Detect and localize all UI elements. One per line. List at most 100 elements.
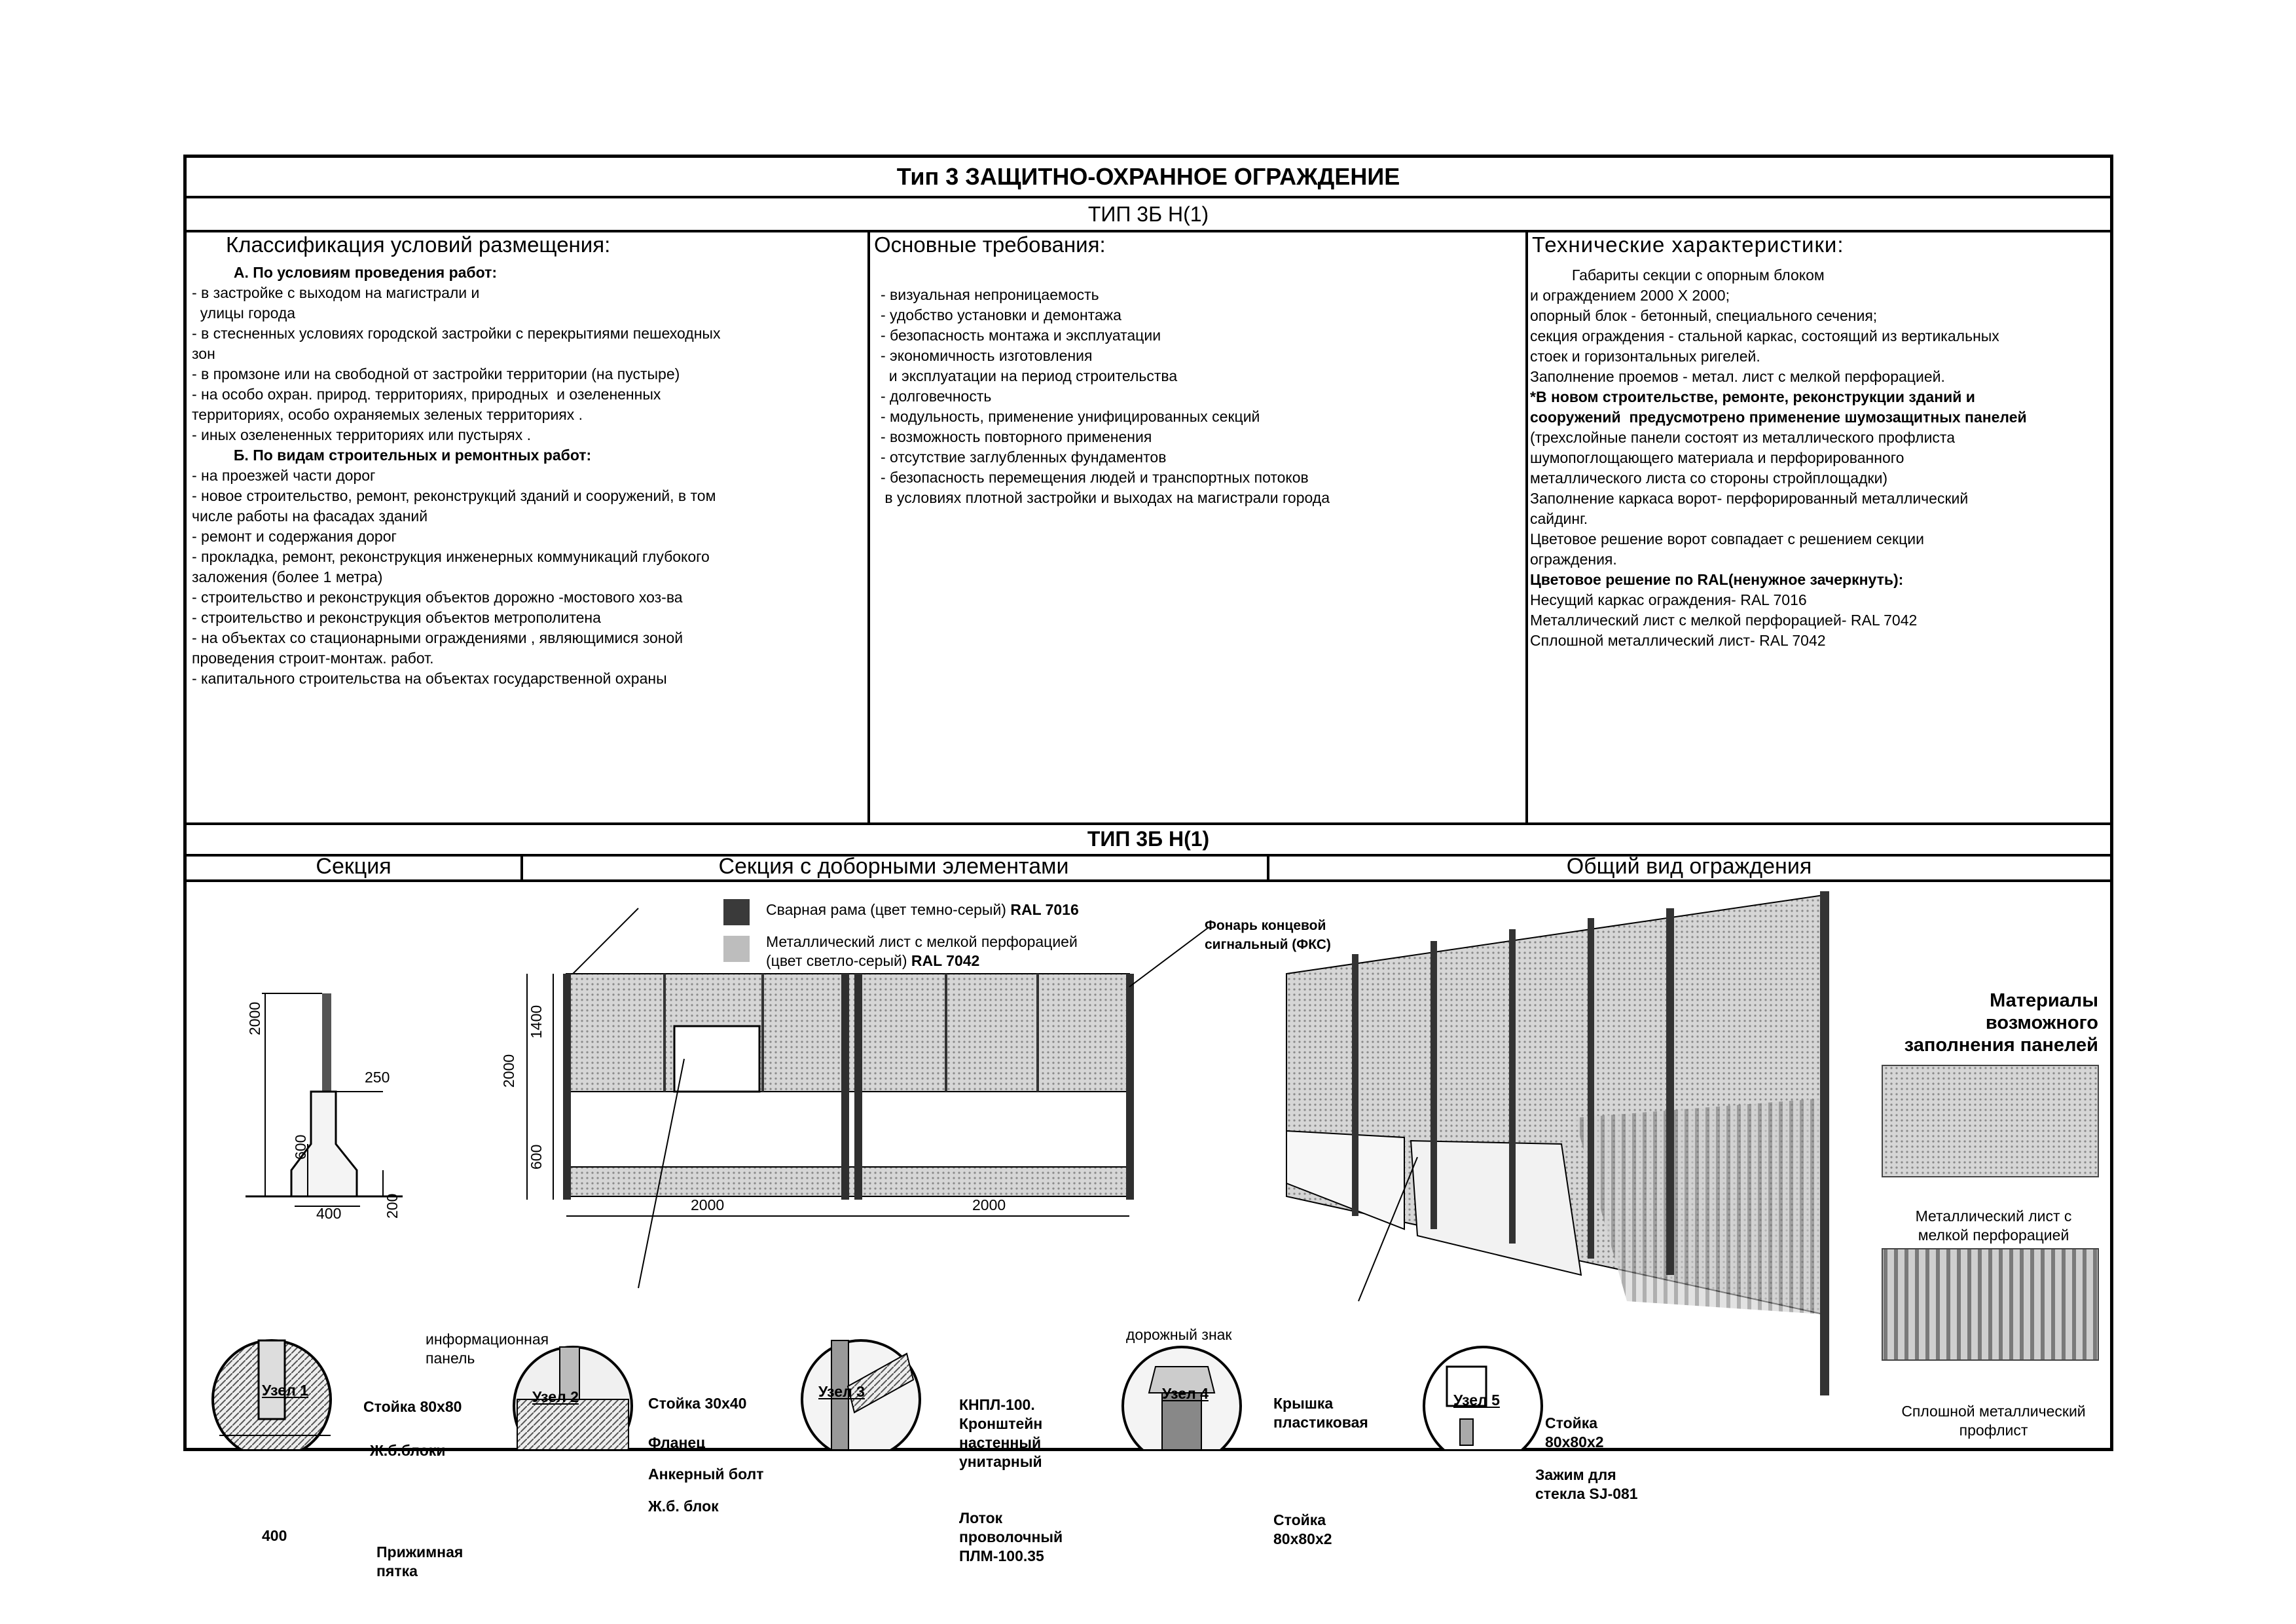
text-line: Несущий каркас ограждения- RAL 7016	[1530, 591, 1807, 608]
text-line: *В новом строительстве, ремонте, реконст…	[1530, 388, 1975, 405]
classification-header: Классификация условий размещения:	[226, 232, 611, 257]
text-line: - иных озелененных территориях или пусты…	[192, 426, 531, 443]
node-1-dim: 400	[262, 1527, 287, 1544]
node-3-title: Узел 3	[818, 1383, 865, 1400]
dim-label: 250	[365, 1069, 390, 1086]
divider	[187, 854, 2110, 857]
text-line: - возможность повторного применения	[881, 428, 1152, 445]
text-line: улицы города	[192, 304, 296, 322]
requirements-list: - визуальная непроницаемость - удобство у…	[881, 285, 1330, 508]
text-line: (трехслойные панели состоят из металличе…	[1530, 429, 1955, 446]
node-4-drawing	[1121, 1346, 1242, 1449]
dim-label: 600	[528, 1144, 545, 1170]
page-title: Тип 3 ЗАЩИТНО-ОХРАННОЕ ОГРАЖДЕНИЕ	[896, 163, 1400, 190]
node-4-label: Стойка 80х80х2	[1273, 1511, 1332, 1547]
text-line: - в застройке с выходом на магистрали и	[192, 284, 480, 301]
text-line: Габариты секции с опорным блоком	[1530, 267, 1825, 284]
section-side-view	[246, 993, 403, 1207]
text-line: - визуальная непроницаемость	[881, 286, 1099, 303]
road-sign-label: дорожный знак	[1126, 1326, 1232, 1343]
requirements-header: Основные требования:	[874, 232, 1106, 257]
text-line: Заполнение проемов - метал. лист с мелко…	[1530, 368, 1945, 385]
text-line: сооружений предусмотрено применение шумо…	[1530, 409, 2027, 426]
section-extra-header: Секция с доборными элементами	[718, 854, 1069, 879]
specs-header: Технические характеристики:	[1532, 232, 1844, 257]
section-divider	[520, 854, 523, 880]
node-5-drawing	[1423, 1346, 1543, 1449]
text-line: в условиях плотной застройки и выходах н…	[881, 489, 1330, 506]
text-line: проведения строит-монтаж. работ.	[192, 650, 434, 667]
node-2-label: Фланец	[648, 1434, 706, 1451]
dim-label: 2000	[691, 1196, 725, 1213]
drawings-area	[211, 891, 2099, 1449]
divider	[187, 196, 2110, 198]
text-line: Металлический лист с мелкой перфорацией-…	[1530, 612, 1918, 629]
text-line: - в промзоне или на свободной от застрой…	[192, 365, 680, 382]
node-2-label: Стойка 30х40	[648, 1395, 747, 1412]
section-divider	[1267, 854, 1269, 880]
node-2-title: Узел 2	[532, 1388, 579, 1405]
text-line: числе работы на фасадах зданий	[192, 507, 428, 525]
node-5-title: Узел 5	[1453, 1392, 1500, 1409]
column-divider	[1525, 230, 1528, 822]
node-4-title: Узел 4	[1162, 1385, 1209, 1402]
divider	[187, 822, 2110, 825]
node-3-label: КНПЛ-100. Кронштейн настенный унитарный	[959, 1396, 1043, 1470]
text-line: - безопасность монтажа и эксплуатации	[881, 327, 1161, 344]
dim-label: 200	[384, 1193, 401, 1219]
text-line: - на проезжей части дорог	[192, 467, 376, 484]
info-panel	[673, 1025, 761, 1093]
column-divider	[867, 230, 870, 822]
type-subtitle: ТИП 3Б Н(1)	[1087, 202, 1209, 226]
section-header: Секция	[316, 854, 392, 879]
node-5-label: Зажим для стекла SJ-081	[1535, 1466, 1638, 1502]
dim-label: 2000	[972, 1196, 1006, 1213]
dim-label: 2000	[246, 1001, 263, 1035]
text-line: заложения (более 1 метра)	[192, 568, 383, 585]
legend-sheet-swatch	[723, 936, 750, 962]
text-line: Б. По видам строительных и ремонтных раб…	[192, 447, 592, 464]
node-1-title: Узел 1	[262, 1382, 308, 1399]
text-line: - строительство и реконструкция объектов…	[192, 589, 683, 606]
node-2-drawing	[513, 1346, 633, 1449]
general-view-header: Общий вид ограждения	[1566, 854, 1812, 879]
text-line: Цветовое решение ворот совпадает с решен…	[1530, 530, 1924, 547]
node-3-label: Лоток проволочный ПЛМ-100.35	[959, 1509, 1063, 1564]
text-line: - строительство и реконструкция объектов…	[192, 609, 601, 626]
legend-sheet-text: Металлический лист с мелкой перфорацией …	[766, 933, 1078, 969]
text-line: стоек и горизонтальных ригелей.	[1530, 348, 1760, 365]
drawing-sheet: Тип 3 ЗАЩИТНО-ОХРАННОЕ ОГРАЖДЕНИЕ ТИП 3Б…	[183, 155, 2113, 1579]
materials-title: Материалы возможного заполнения панелей	[1904, 990, 2098, 1056]
text-line: сайдинг.	[1530, 510, 1588, 527]
text-line: Цветовое решение по RAL(ненужное зачеркн…	[1530, 571, 1904, 588]
text-line: Заполнение каркаса ворот- перфорированны…	[1530, 490, 1969, 507]
info-panel-label: информационная панель	[426, 1331, 549, 1367]
text-line: Сплошной металлический лист- RAL 7042	[1530, 632, 1826, 649]
node-2-label: Ж.б. блок	[648, 1498, 719, 1515]
material-2-label: Сплошной металлический профлист	[1901, 1403, 2086, 1439]
text-line: - удобство установки и демонтажа	[881, 306, 1121, 323]
text-line: территориях, особо охраняемых зеленых те…	[192, 406, 583, 423]
text-line: - новое строительство, ремонт, реконстру…	[192, 487, 716, 504]
text-line: и ограждением 2000 Х 2000;	[1530, 287, 1730, 304]
text-line: - на особо охран. природ. территориях, п…	[192, 386, 661, 403]
text-line: опорный блок - бетонный, специального се…	[1530, 307, 1878, 324]
node-1-label: Стойка 80х80	[363, 1398, 462, 1415]
node-1-drawing	[211, 1339, 332, 1449]
text-line: - модульность, применение унифицированны…	[881, 408, 1260, 425]
text-line: - безопасность перемещения людей и транс…	[881, 469, 1309, 486]
specs-list: Габариты секции с опорным блоком и огражд…	[1530, 265, 2027, 651]
text-line: зон	[192, 345, 215, 362]
divider	[187, 879, 2110, 882]
dim-label: 1400	[528, 1005, 545, 1039]
general-view-drawing	[1286, 891, 1829, 1395]
text-line: металлического листа со стороны стройпло…	[1530, 470, 1888, 487]
node-2-label: Анкерный болт	[648, 1466, 764, 1483]
node-4-label: Крышка пластиковая	[1273, 1395, 1368, 1431]
section-front-view	[526, 899, 1209, 1289]
perforated-sheet-image	[1882, 1065, 2099, 1177]
text-line: - прокладка, ремонт, реконструкция инжен…	[192, 548, 710, 565]
text-line: - отсутствие заглубленных фундаментов	[881, 449, 1167, 466]
node-1-label: Прижимная пятка	[376, 1543, 464, 1579]
text-line: - ремонт и содержания дорог	[192, 528, 397, 545]
